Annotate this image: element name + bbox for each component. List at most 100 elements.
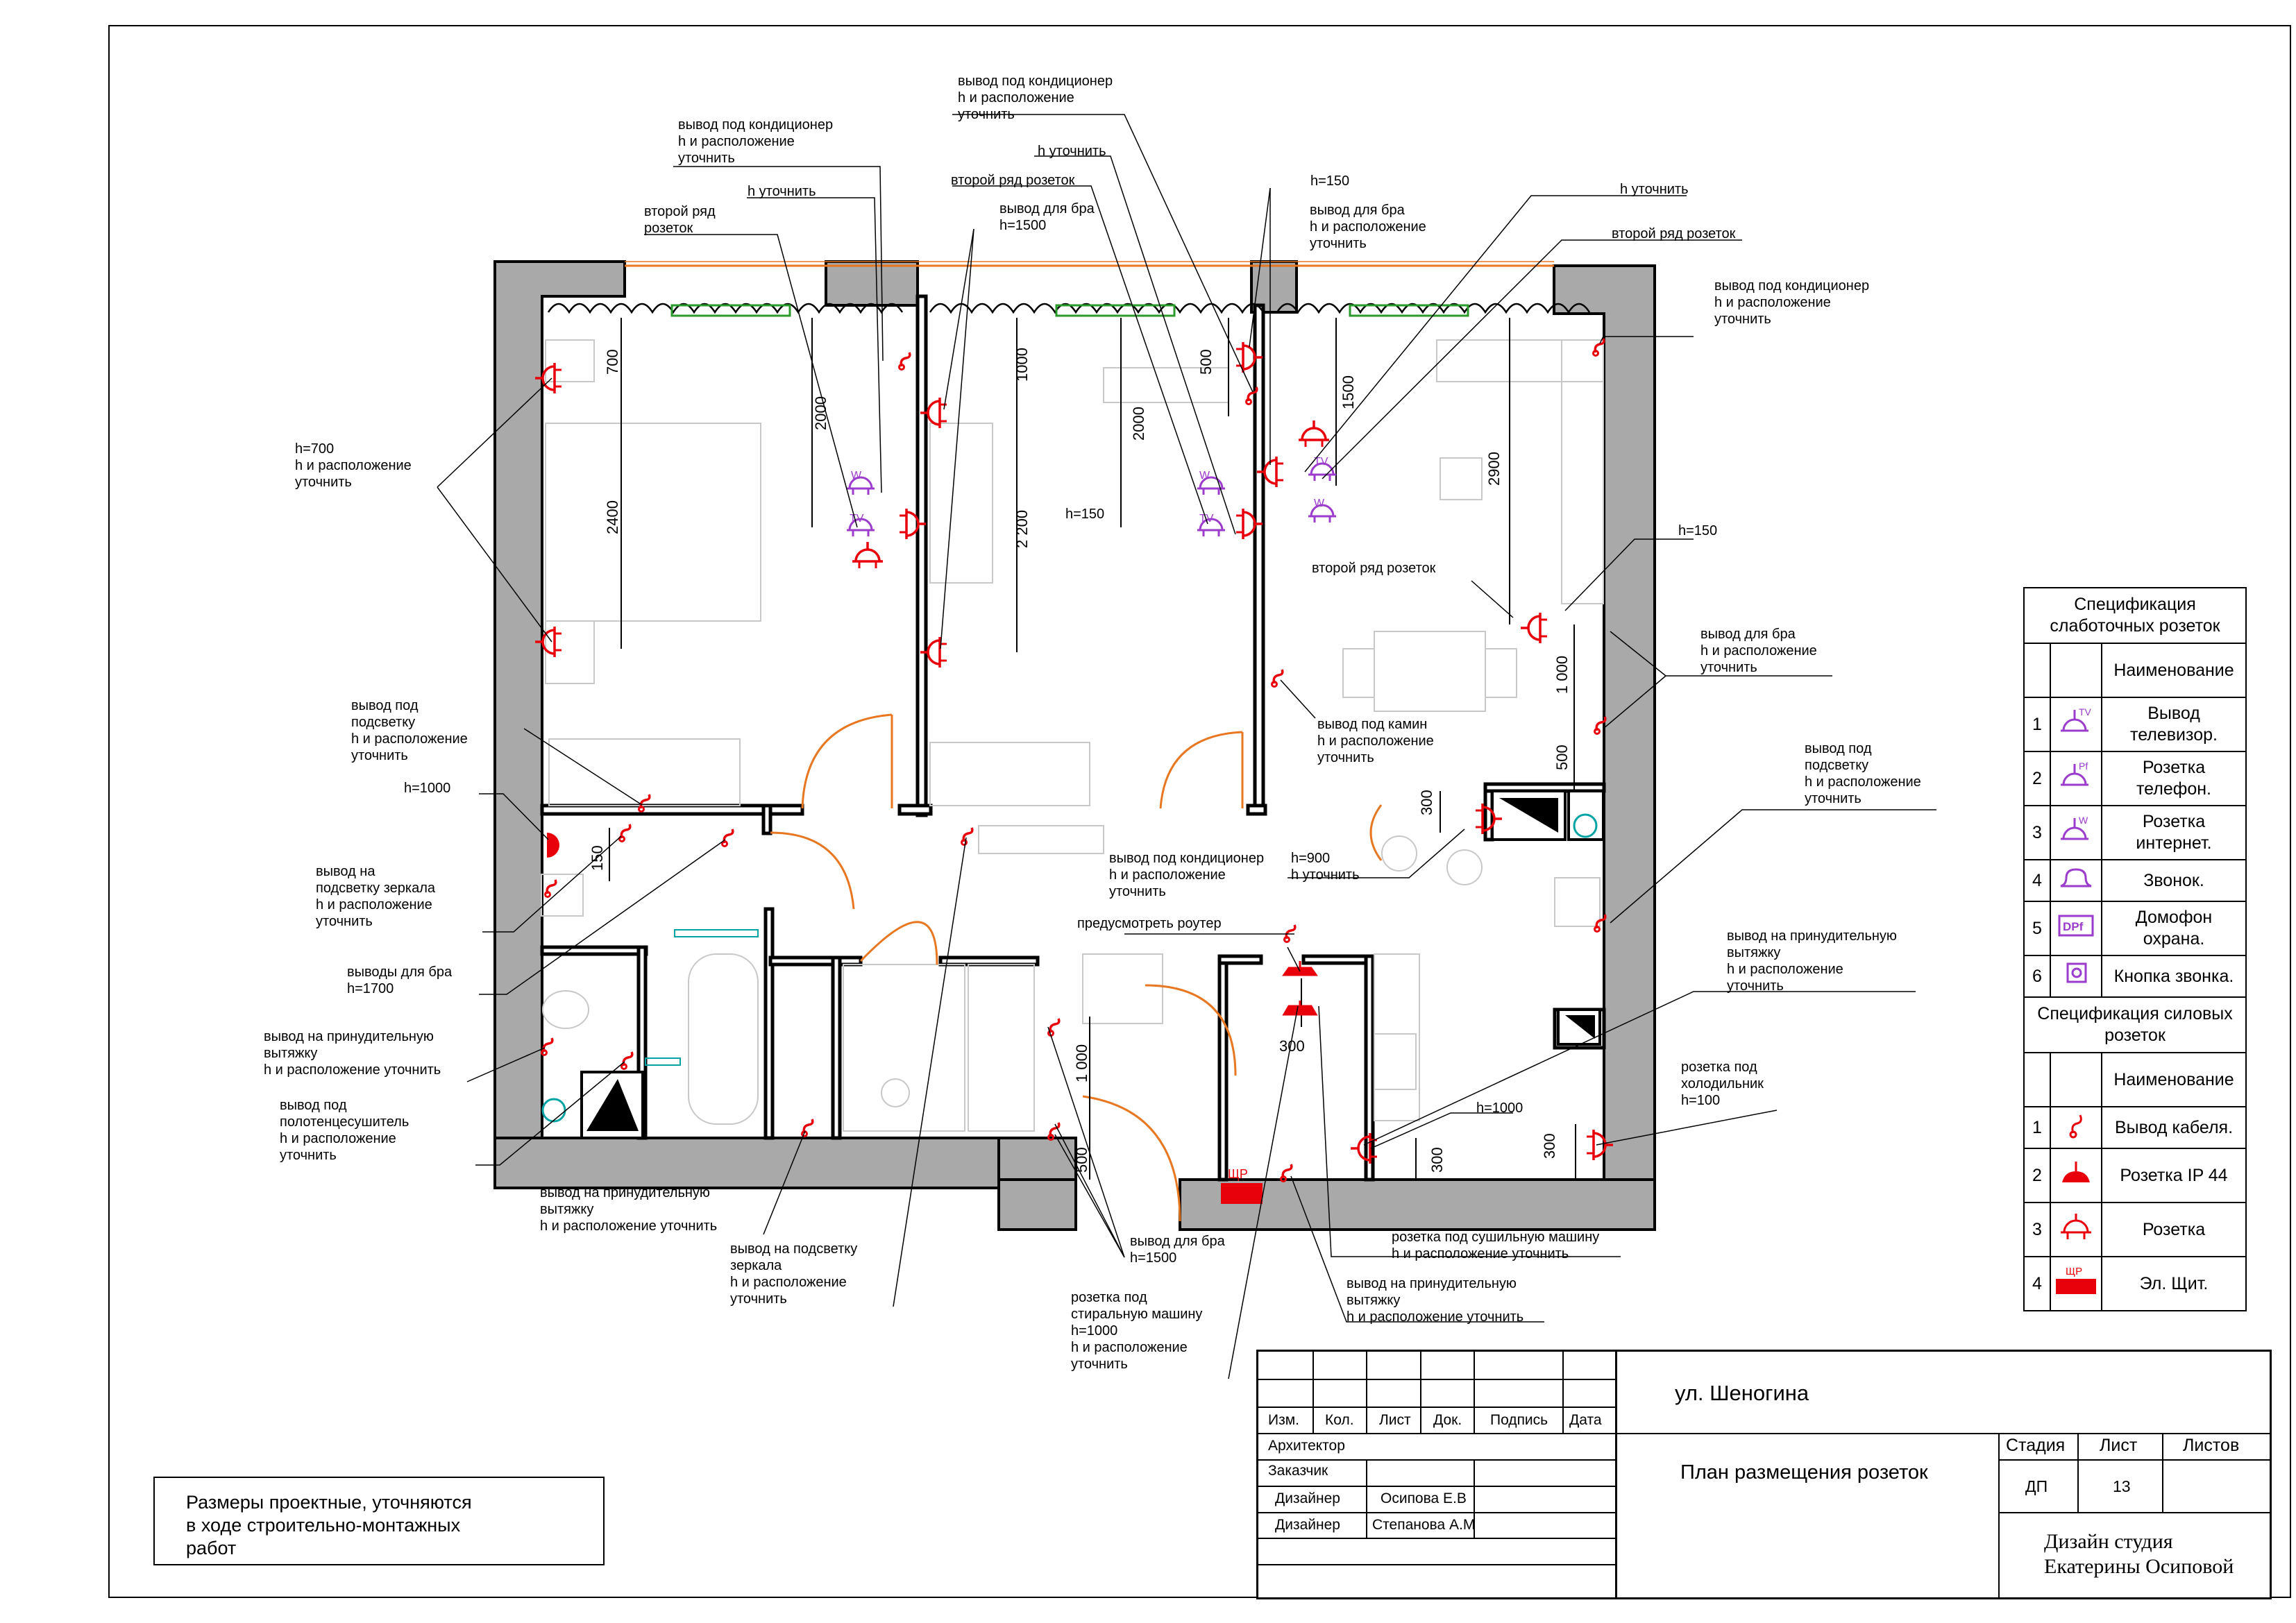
socket-icon — [2061, 1214, 2091, 1239]
stage-label: Стадия — [2006, 1436, 2066, 1455]
label-h-clarify-2: h уточнить — [1038, 144, 1106, 159]
electrical-panel — [1221, 1183, 1263, 1204]
svg-text:W: W — [1199, 470, 1210, 482]
dimension-texts: 700 2400 2000 1000 2 200 2000 500 1500 2… — [589, 348, 1571, 1173]
dim-1000-a: 1000 — [1013, 348, 1031, 382]
dim-500-c: 500 — [1073, 1147, 1090, 1173]
name-designer-2: Степанова А.М — [1372, 1517, 1476, 1533]
dim-1500: 1500 — [1340, 375, 1357, 409]
leader-lines — [437, 114, 1936, 1379]
kitchen-blocks — [541, 790, 1605, 1139]
sheet-label: Лист — [2100, 1436, 2138, 1455]
sheets-label: Листов — [2183, 1436, 2240, 1455]
label-second-row-right: второй ряд розеток — [1612, 226, 1736, 241]
svg-text:TV: TV — [1314, 456, 1328, 468]
svg-text:TV: TV — [850, 513, 864, 525]
dim-1000-c: 1 000 — [1073, 1044, 1090, 1082]
label-h150-top: h=150 — [1310, 173, 1349, 189]
label-router: предусмотреть роутер — [1077, 916, 1222, 931]
dim-300-b: 300 — [1279, 1037, 1305, 1055]
label-h150-living: h=150 — [1678, 523, 1717, 538]
weak-spec-header: Наименование — [2101, 643, 2247, 698]
intercom-icon: DPf — [2058, 915, 2094, 937]
dim-700: 700 — [604, 349, 621, 375]
dim-150: 150 — [589, 845, 606, 871]
stage-value: ДП — [2025, 1477, 2048, 1495]
col-izm: Изм. — [1268, 1412, 1299, 1428]
furniture — [541, 339, 1604, 1132]
sheet-value: 13 — [2113, 1477, 2131, 1495]
tv-socket-icon: TV — [2061, 706, 2092, 732]
label-h1000-kitchen: h=1000 — [1476, 1101, 1523, 1116]
dim-300-d: 300 — [1541, 1133, 1558, 1159]
address: ул. Шеногина — [1675, 1381, 1809, 1405]
phone-socket-icon: Pf — [2061, 760, 2088, 786]
svg-text:Pf: Pf — [2079, 760, 2088, 772]
col-data: Дата — [1569, 1412, 1602, 1428]
dim-2900: 2900 — [1485, 452, 1503, 486]
svg-text:W: W — [1314, 498, 1325, 509]
panel-icon: ЩР — [2056, 1266, 2096, 1294]
dim-500-b: 500 — [1553, 745, 1571, 770]
power-spec-title: Спецификация силовых розеток — [2023, 996, 2247, 1053]
svg-text:W: W — [851, 470, 862, 482]
svg-text:ЩР: ЩР — [2066, 1266, 2082, 1277]
role-designer-1: Дизайнер — [1275, 1490, 1340, 1506]
dim-2000-b: 2000 — [1130, 407, 1147, 441]
label-second-row-mid: второй ряд розеток — [951, 173, 1075, 188]
name-designer-1: Осипова Е.В — [1381, 1490, 1467, 1506]
svg-text:TV: TV — [2079, 706, 2092, 717]
label-h1000-bath: h=1000 — [404, 781, 450, 796]
svg-text:DPf: DPf — [2063, 920, 2084, 933]
dim-2400: 2400 — [604, 500, 621, 534]
dim-500-a: 500 — [1197, 349, 1215, 375]
cable-outlet-icon — [2069, 1114, 2082, 1139]
role-architect: Архитектор — [1268, 1438, 1345, 1454]
ip44-socket-icon — [2062, 1162, 2090, 1182]
doors — [770, 713, 1383, 1222]
panel-label: ЩР — [1228, 1167, 1248, 1181]
label-h150-mid: h=150 — [1065, 507, 1104, 522]
studio-line-2: Екатерины Осиповой — [2044, 1555, 2234, 1578]
svg-text:W: W — [2079, 815, 2088, 826]
dim-2000-a: 2000 — [812, 396, 829, 430]
role-customer: Заказчик — [1268, 1463, 1328, 1479]
dim-1000-b: 1 000 — [1553, 656, 1571, 694]
col-list: Лист — [1379, 1412, 1411, 1428]
weak-spec-title: Спецификация слаботочных розеток — [2023, 587, 2247, 644]
studio-line-1: Дизайн студия — [2044, 1530, 2173, 1553]
exterior-walls — [493, 260, 1656, 1231]
role-designer-2: Дизайнер — [1275, 1517, 1340, 1533]
note-box: Размеры проектные, уточняются в ходе стр… — [153, 1477, 605, 1565]
col-dok: Док. — [1433, 1412, 1462, 1428]
weak-sockets: W TV W TV TV W — [845, 456, 1337, 538]
col-podpis: Подпись — [1490, 1412, 1548, 1428]
dim-2200: 2 200 — [1013, 510, 1031, 548]
power-sockets — [534, 341, 1614, 1165]
dim-300-c: 300 — [1428, 1147, 1446, 1173]
title-block: Изм. Кол. Лист Док. Подпись Дата Архитек… — [1256, 1350, 2272, 1599]
label-second-row-living: второй ряд розеток — [1312, 561, 1436, 576]
